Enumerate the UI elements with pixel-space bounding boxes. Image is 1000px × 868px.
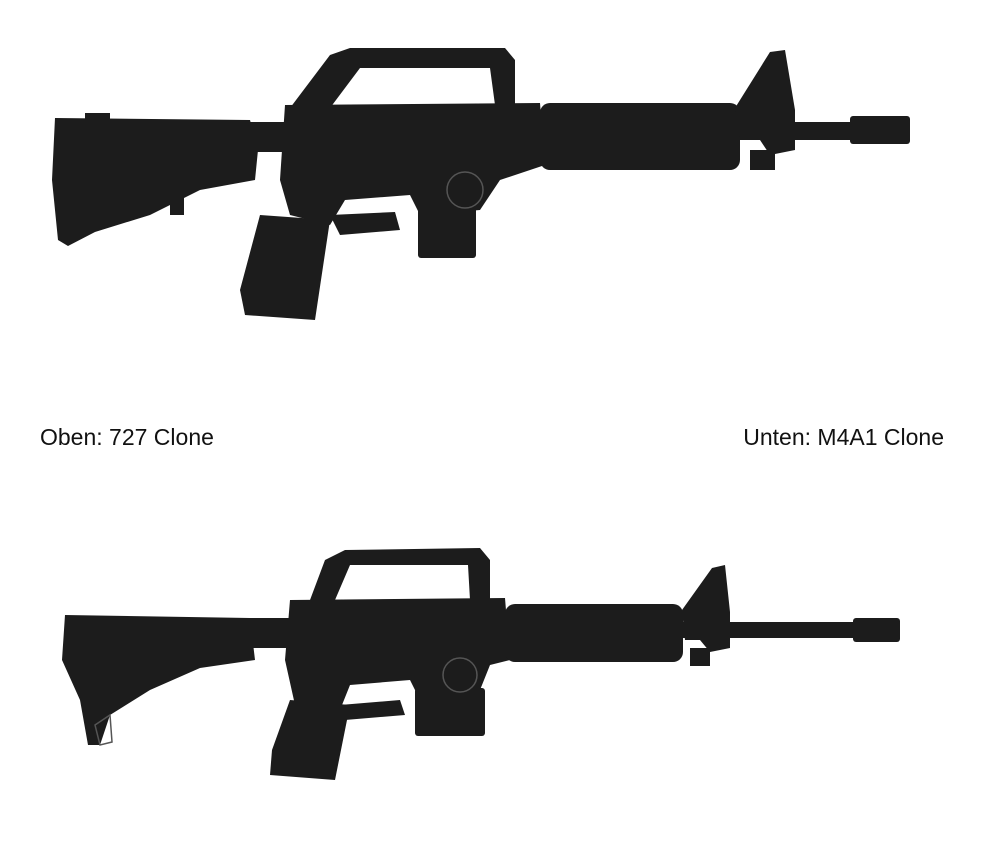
caption-top-rifle: Oben: 727 Clone [40,424,214,450]
rifle-m4a1-clone-image [62,548,900,780]
rifle-727-clone-image [52,48,910,320]
caption-bottom-rifle: Unten: M4A1 Clone [743,424,944,450]
